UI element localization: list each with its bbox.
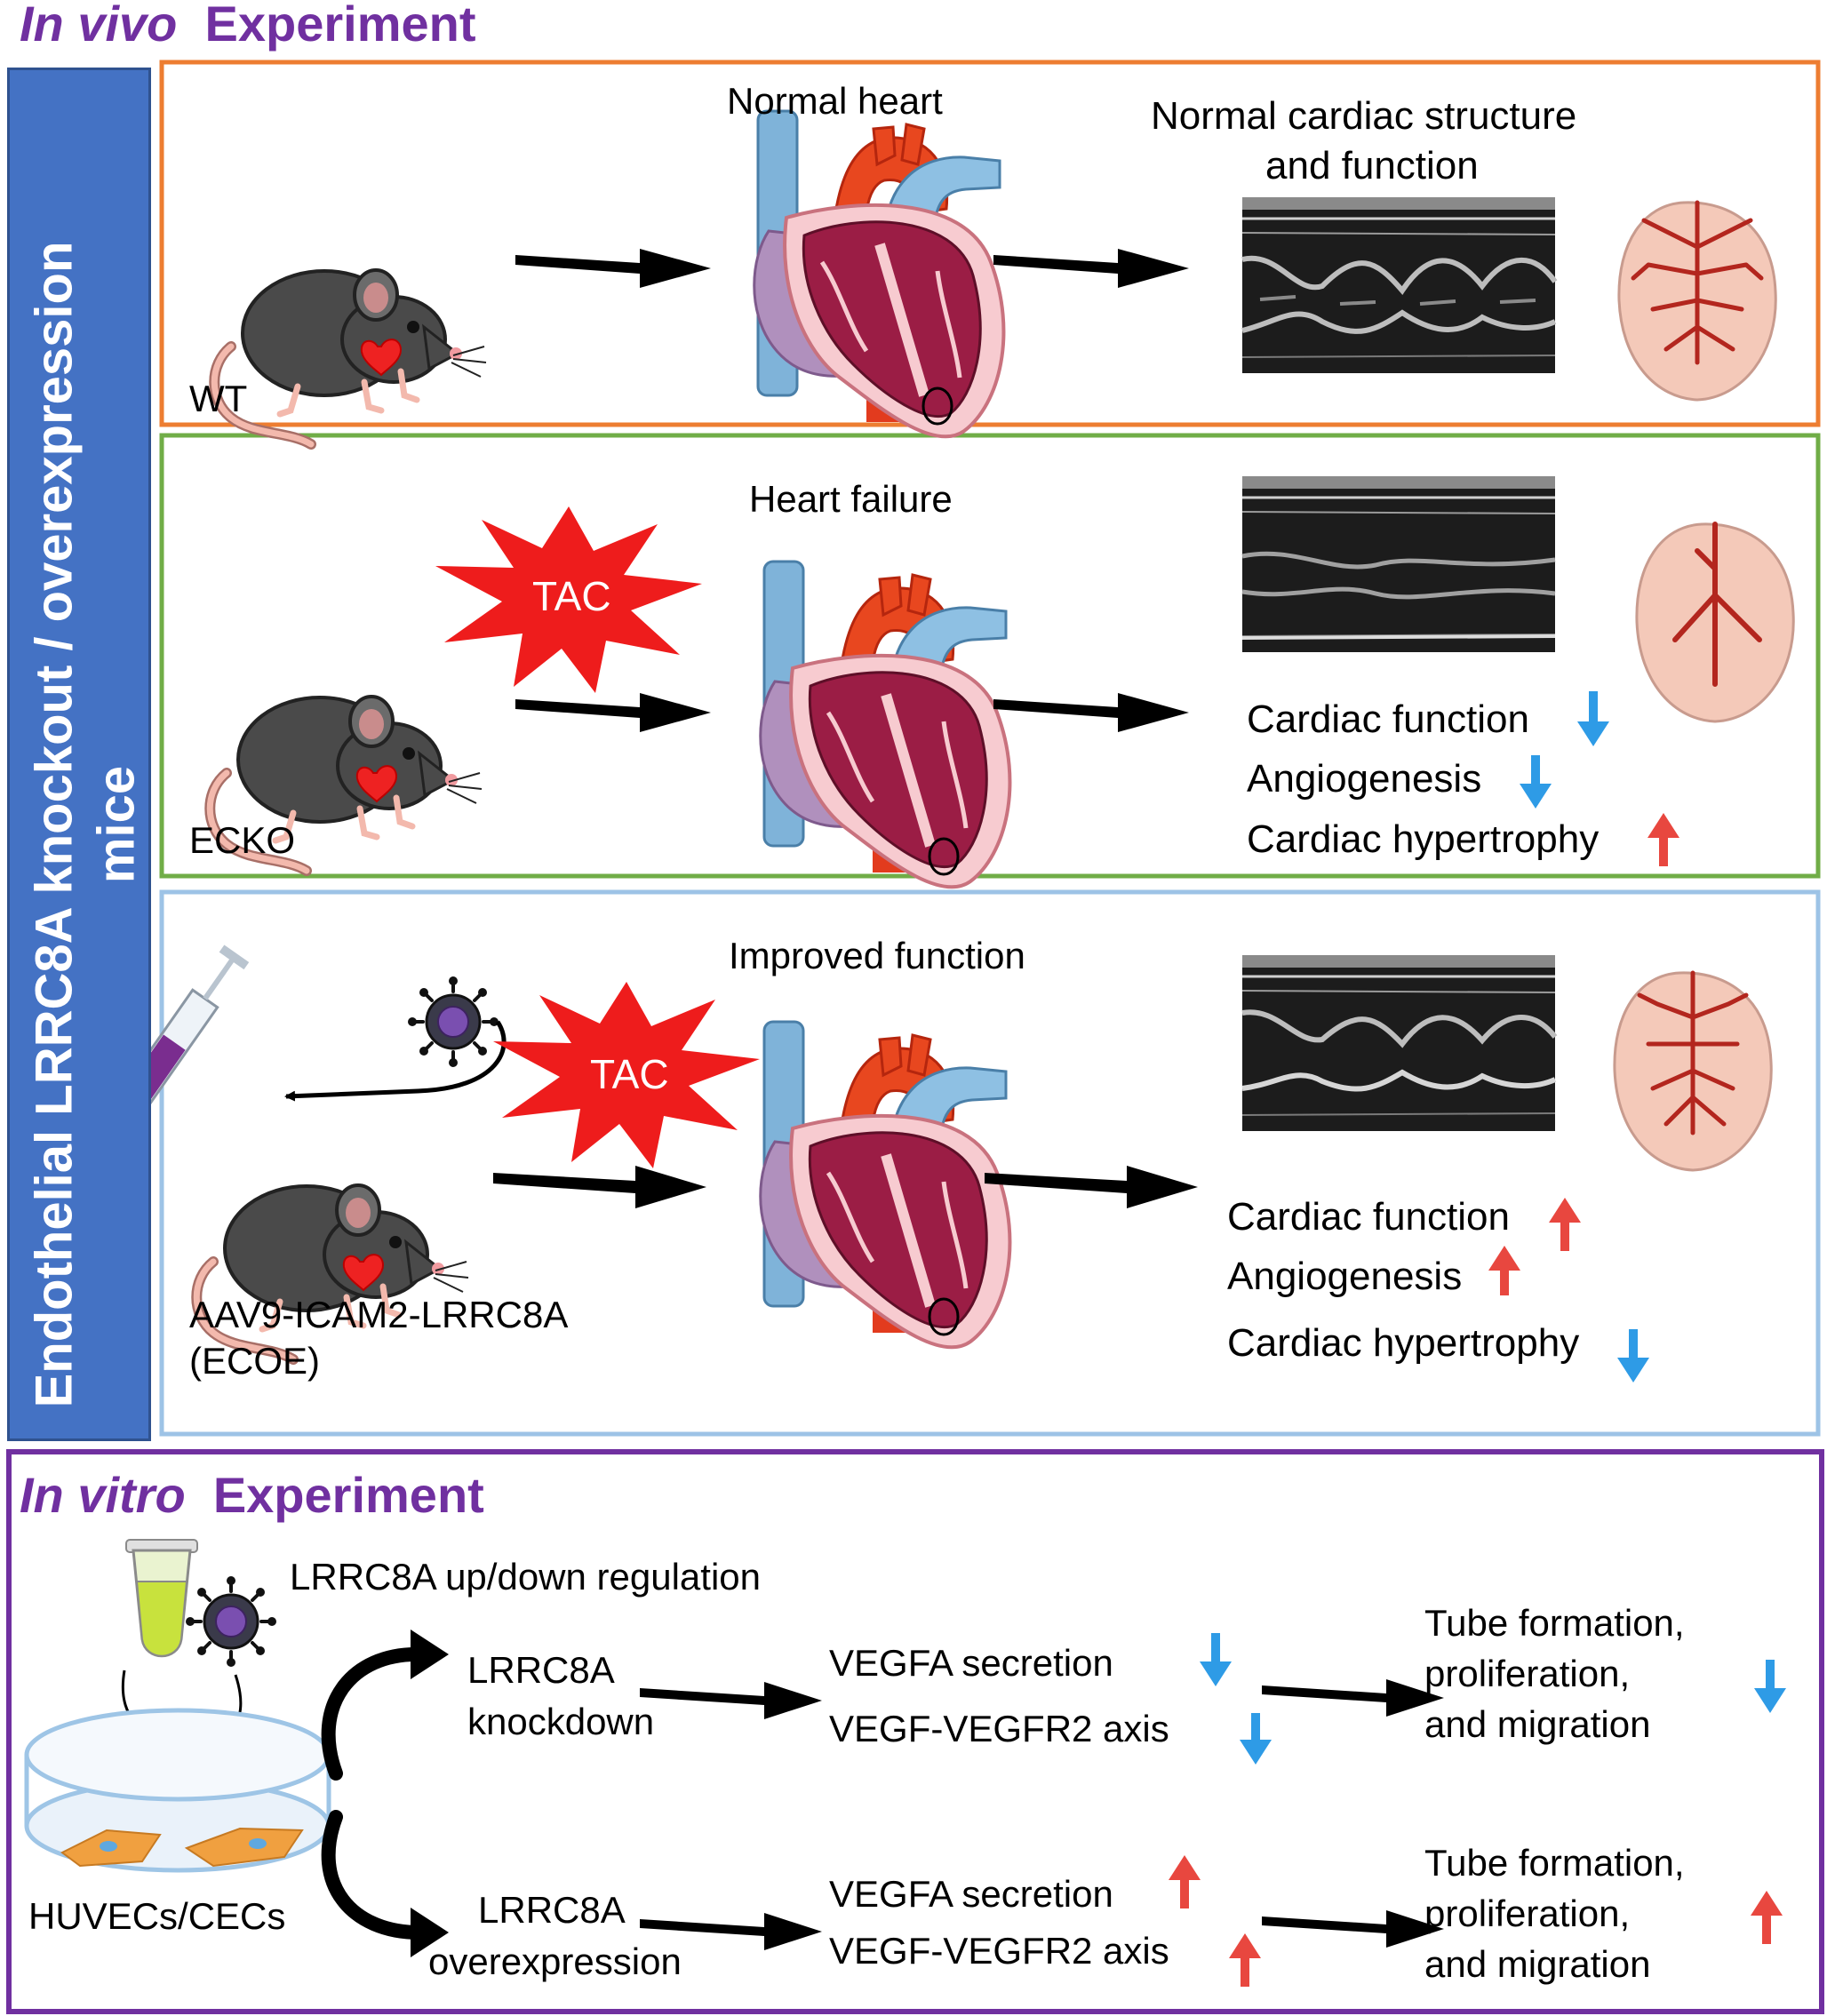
improved-function-label: Improved function — [729, 935, 1025, 976]
ecko-label: ECKO — [189, 819, 296, 861]
virus-icon — [406, 975, 500, 1069]
invivo-title-rest: Experiment — [204, 0, 476, 52]
up-arrow-icon — [1488, 1246, 1520, 1295]
normal-heart-icon — [754, 111, 1004, 436]
overexpression-line2: overexpression — [428, 1940, 682, 1982]
petri-dish-icon — [24, 1708, 331, 1873]
effect-cardiac-hypertrophy: Cardiac hypertrophy — [1227, 1321, 1580, 1365]
curved-arrow-icon — [321, 1646, 427, 1781]
panel-invitro-border — [6, 1449, 1824, 2014]
effect-angiogenesis: Angiogenesis — [1227, 1255, 1463, 1298]
vascular-leaf-icon — [1617, 200, 1777, 402]
knockdown-vegfa-secretion: VEGFA secretion — [829, 1642, 1113, 1684]
cells-label: HUVECs/CECs — [28, 1895, 286, 1937]
knockdown-outcome-line3: and migration — [1424, 1703, 1651, 1745]
outcome-line2: and function — [1265, 144, 1479, 187]
overexpression-vegfa-secretion: VEGFA secretion — [829, 1873, 1113, 1915]
overexpression-line1: LRRC8A — [478, 1889, 626, 1931]
invitro-title: In vitro Experiment — [20, 1467, 484, 1524]
side-label: Endothelial LRRC8A knockout / overexpres… — [23, 242, 147, 1408]
up-arrow-icon — [1549, 1198, 1581, 1251]
failing-heart-icon — [761, 562, 1010, 887]
down-arrow-icon — [1520, 755, 1552, 809]
mouse-icon — [214, 270, 486, 444]
panel-wt-border — [159, 60, 1821, 427]
knockdown-outcome-line2: proliferation, — [1424, 1653, 1631, 1694]
echocardiogram-failure-icon — [1241, 474, 1557, 654]
effect-angiogenesis: Angiogenesis — [1247, 757, 1482, 801]
heart-failure-label: Heart failure — [749, 478, 953, 520]
down-arrow-icon — [1200, 1633, 1232, 1686]
up-arrow-icon — [1229, 1933, 1261, 1987]
overexpression-outcome-line1: Tube formation, — [1424, 1842, 1685, 1884]
knockdown-outcome-line1: Tube formation, — [1424, 1602, 1685, 1644]
tac-label: TAC — [590, 1051, 669, 1097]
side-label-bar: Endothelial LRRC8A knockout / overexpres… — [7, 68, 151, 1441]
invivo-title: In vivo Experiment — [20, 0, 476, 52]
up-arrow-icon — [1169, 1855, 1201, 1908]
arrow-icon — [985, 1166, 1198, 1208]
arrow-icon — [1262, 1679, 1444, 1717]
up-arrow-icon — [1647, 813, 1679, 866]
outcome-line1: Normal cardiac structure — [1151, 94, 1577, 138]
down-arrow-icon — [1240, 1713, 1272, 1765]
effect-cardiac-hypertrophy: Cardiac hypertrophy — [1247, 817, 1600, 861]
overexpression-outcome-line2: proliferation, — [1424, 1892, 1631, 1934]
knockdown-line2: knockdown — [467, 1701, 655, 1742]
down-arrow-icon — [1617, 1329, 1649, 1383]
sparse-vascular-leaf-icon — [1635, 522, 1795, 723]
overexpression-vegf-axis: VEGF-VEGFR2 axis — [829, 1930, 1169, 1972]
up-arrow-icon — [1751, 1891, 1783, 1944]
arrow-icon — [640, 1682, 822, 1719]
normal-heart-label: Normal heart — [727, 80, 943, 122]
arrow-icon — [493, 1166, 706, 1208]
invitro-title-italic: In vitro — [20, 1467, 186, 1523]
knockdown-line1: LRRC8A — [467, 1649, 615, 1691]
injection-arrow-icon — [284, 1020, 507, 1102]
invitro-title-rest: Experiment — [212, 1467, 484, 1523]
arrow-icon — [640, 1913, 822, 1950]
curved-arrow-icon — [321, 1810, 427, 1940]
wt-label: WT — [189, 378, 248, 419]
virus-icon — [184, 1574, 278, 1669]
arrow-icon — [993, 249, 1189, 288]
invivo-title-italic: In vivo — [20, 0, 178, 52]
panel-ecoe-border — [159, 889, 1821, 1437]
side-label-line2: mice — [87, 765, 145, 884]
arrow-icon — [515, 249, 711, 288]
echocardiogram-improved-icon — [1241, 953, 1558, 1133]
arrow-icon — [1262, 1910, 1444, 1948]
side-label-line1: Endothelial LRRC8A knockout / overexpres… — [25, 241, 84, 1408]
effect-cardiac-function: Cardiac function — [1227, 1195, 1510, 1239]
improved-heart-icon — [761, 1022, 1010, 1347]
ecoe-label-line2: (ECOE) — [189, 1340, 320, 1382]
ecoe-label-line1: AAV9-ICAM2-LRRC8A — [189, 1294, 569, 1335]
tac-burst-icon — [435, 506, 702, 693]
arrow-icon — [993, 693, 1189, 732]
tac-burst-icon — [493, 982, 760, 1168]
regulation-label: LRRC8A up/down regulation — [290, 1556, 762, 1598]
knockdown-vegf-axis: VEGF-VEGFR2 axis — [829, 1708, 1169, 1749]
down-arrow-icon — [1754, 1660, 1786, 1713]
effect-cardiac-function: Cardiac function — [1247, 697, 1529, 741]
tube-icon — [125, 1539, 198, 1658]
overexpression-outcome-line3: and migration — [1424, 1943, 1651, 1985]
down-arrow-icon — [1577, 691, 1609, 746]
arrow-icon — [515, 693, 711, 732]
panel-ecko-border — [159, 433, 1821, 879]
vascular-leaf-icon — [1613, 970, 1773, 1172]
tac-label: TAC — [532, 573, 611, 619]
echocardiogram-normal-icon — [1241, 195, 1558, 375]
